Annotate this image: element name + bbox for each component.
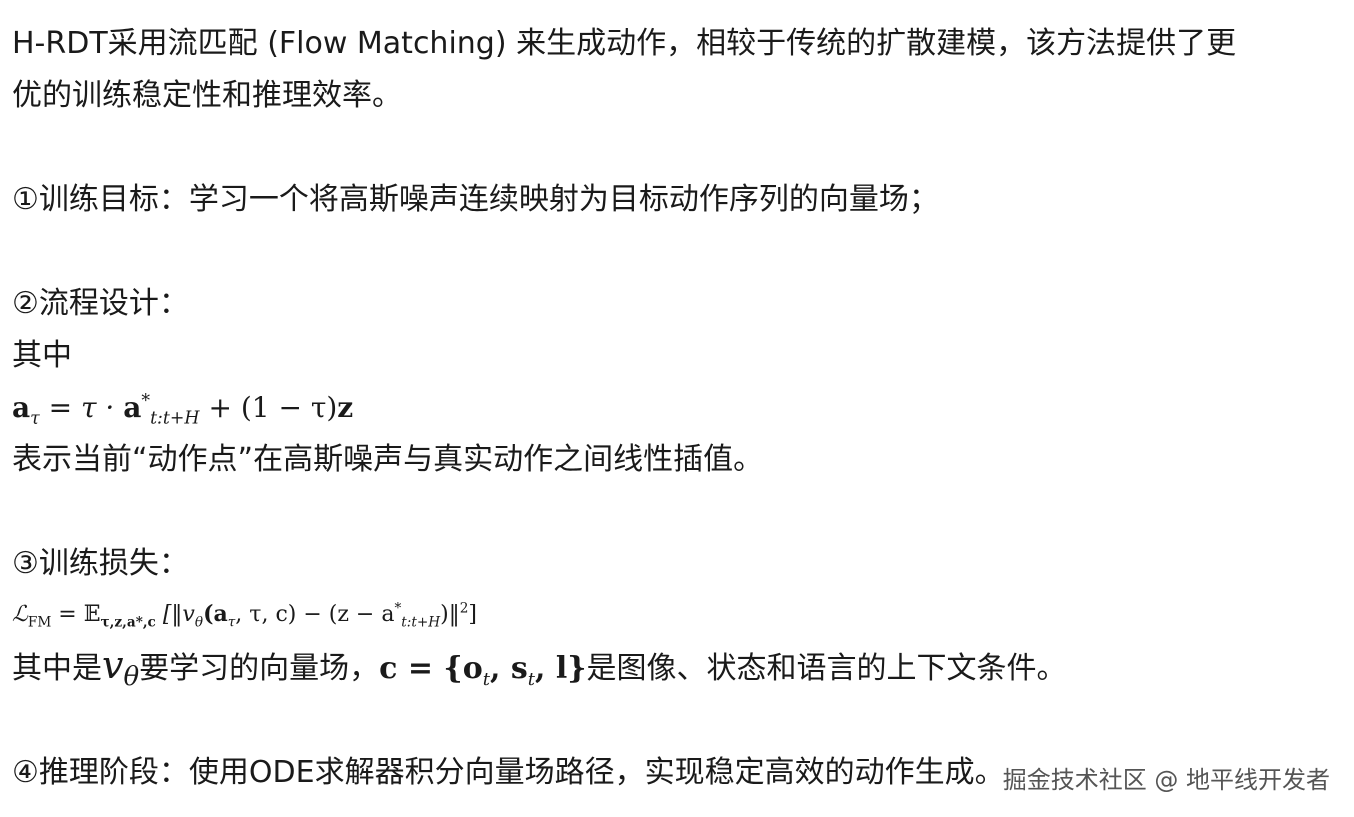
c-sub1: t	[482, 669, 490, 690]
watermark: 掘金技术社区 @ 地平线开发者	[1002, 766, 1330, 794]
loss-E-sub: τ,z,a*,c	[100, 614, 156, 631]
v-theta-sub: θ	[123, 662, 140, 692]
formula-eq: =	[39, 391, 82, 424]
v-theta: v	[102, 643, 124, 687]
loss-formula: ℒFM = 𝔼τ,z,a*,c [‖vθ(aτ, τ, c) − (z − a*…	[12, 590, 1332, 639]
item-flow-design-title: ②流程设计：	[12, 286, 189, 321]
item-inference: ④推理阶段：使用ODE求解器积分向量场路径，实现稳定高效的动作生成。	[12, 755, 1005, 790]
document-body: H-RDT采用流匹配 (Flow Matching) 来生成动作，相较于传统的扩…	[12, 18, 1332, 799]
spacer	[12, 226, 1332, 278]
loss-L-sub: FM	[27, 614, 52, 631]
item-flow-design-pre: 其中	[12, 338, 72, 373]
loss-L: ℒ	[12, 602, 28, 627]
formula-star: *	[141, 391, 151, 412]
loss-desc-pre: 其中是	[12, 651, 102, 686]
intro-line-1: H-RDT采用流匹配 (Flow Matching) 来生成动作，相较于传统的扩…	[12, 26, 1237, 61]
loss-sq: 2	[459, 600, 469, 617]
loss-eq: =	[51, 602, 84, 627]
formula-tau-dot: τ ·	[81, 391, 124, 424]
loss-close: )‖	[440, 602, 460, 627]
item-loss-title: ③训练损失：	[12, 546, 189, 581]
c-sub2: t	[527, 669, 535, 690]
loss-star: *	[394, 600, 402, 617]
c-formula: c = {o	[379, 651, 483, 686]
loss-desc-mid: 要学习的向量场，	[139, 651, 380, 686]
interpolation-formula: aτ = τ · a*t:t+H + (1 − τ)z	[12, 382, 1332, 434]
spacer	[12, 122, 1332, 174]
loss-args2: , τ, c) − (z − a	[235, 602, 395, 627]
formula-a: a	[12, 391, 31, 424]
loss-args: (a	[203, 601, 228, 627]
item-loss-desc: 其中是vθ要学习的向量场，c = {ot, st, l}是图像、状态和语言的上下…	[12, 639, 1332, 695]
c-end: , l}	[534, 651, 587, 686]
formula-tau-sub: τ	[30, 408, 40, 429]
c-mid: , s	[489, 651, 528, 686]
formula-z: z	[337, 391, 354, 424]
loss-t-sub: t:t+H	[401, 614, 441, 631]
item-flow-design-desc: 表示当前“动作点”在高斯噪声与真实动作之间线性插值。	[12, 442, 764, 477]
spacer	[12, 486, 1332, 538]
formula-rest: + (1 − τ)	[199, 391, 338, 424]
intro-line-2: 优的训练稳定性和推理效率。	[12, 78, 402, 113]
loss-body: [‖v	[155, 602, 195, 627]
formula-a-star: a	[123, 391, 142, 424]
formula-sub-range: t:t+H	[150, 408, 200, 429]
spacer	[12, 695, 1332, 747]
loss-args-sub: τ	[227, 614, 236, 631]
loss-rb: ]	[468, 602, 477, 627]
item-training-objective: ①训练目标：学习一个将高斯噪声连续映射为目标动作序列的向量场；	[12, 182, 939, 217]
loss-desc-post: 是图像、状态和语言的上下文条件。	[586, 651, 1067, 686]
loss-theta: θ	[194, 614, 204, 631]
loss-E: 𝔼	[83, 602, 101, 627]
